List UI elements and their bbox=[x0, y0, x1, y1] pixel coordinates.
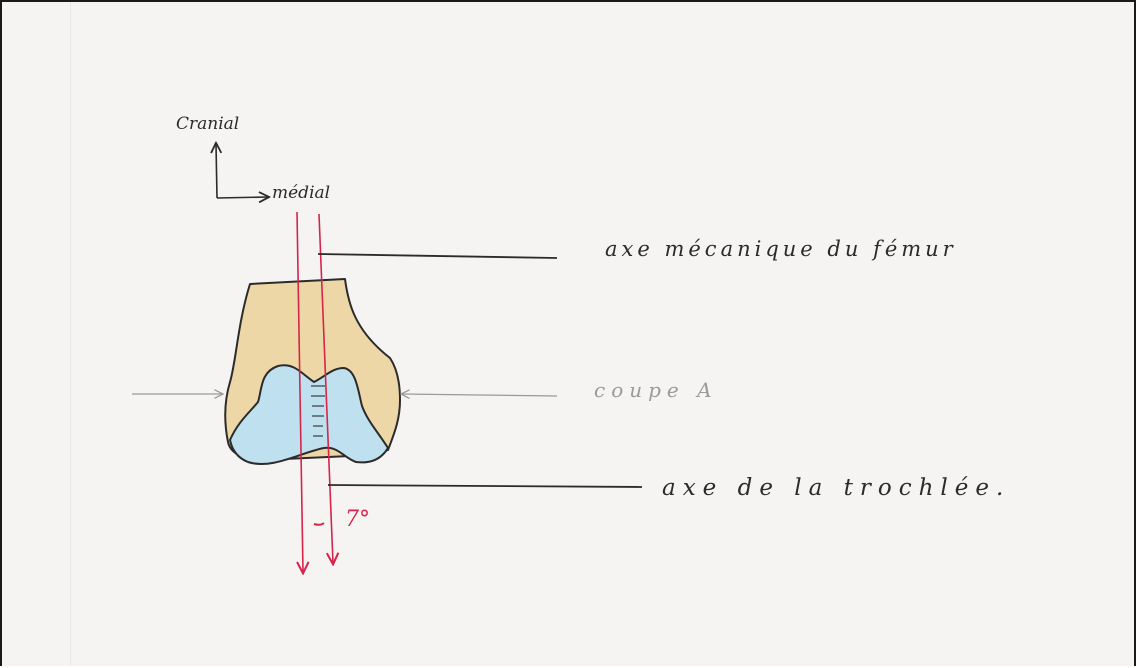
orientation-indicator: Cranial médial bbox=[176, 114, 330, 203]
mechanical-axis-leader bbox=[318, 254, 557, 258]
section-arrow-right bbox=[402, 394, 557, 396]
medial-arrow bbox=[217, 197, 268, 198]
cranial-label: Cranial bbox=[176, 114, 239, 134]
angle-label: 7° bbox=[345, 507, 370, 532]
medial-label: médial bbox=[272, 183, 330, 203]
mechanical-axis-label: axe mécanique du fémur bbox=[605, 237, 957, 261]
section-label: coupe A bbox=[594, 378, 718, 402]
trochlea-axis-leader bbox=[328, 485, 642, 487]
trochlea-axis-label: axe de la trochlée. bbox=[662, 475, 1010, 501]
angle-arc bbox=[314, 523, 324, 525]
cranial-arrow bbox=[216, 144, 217, 198]
